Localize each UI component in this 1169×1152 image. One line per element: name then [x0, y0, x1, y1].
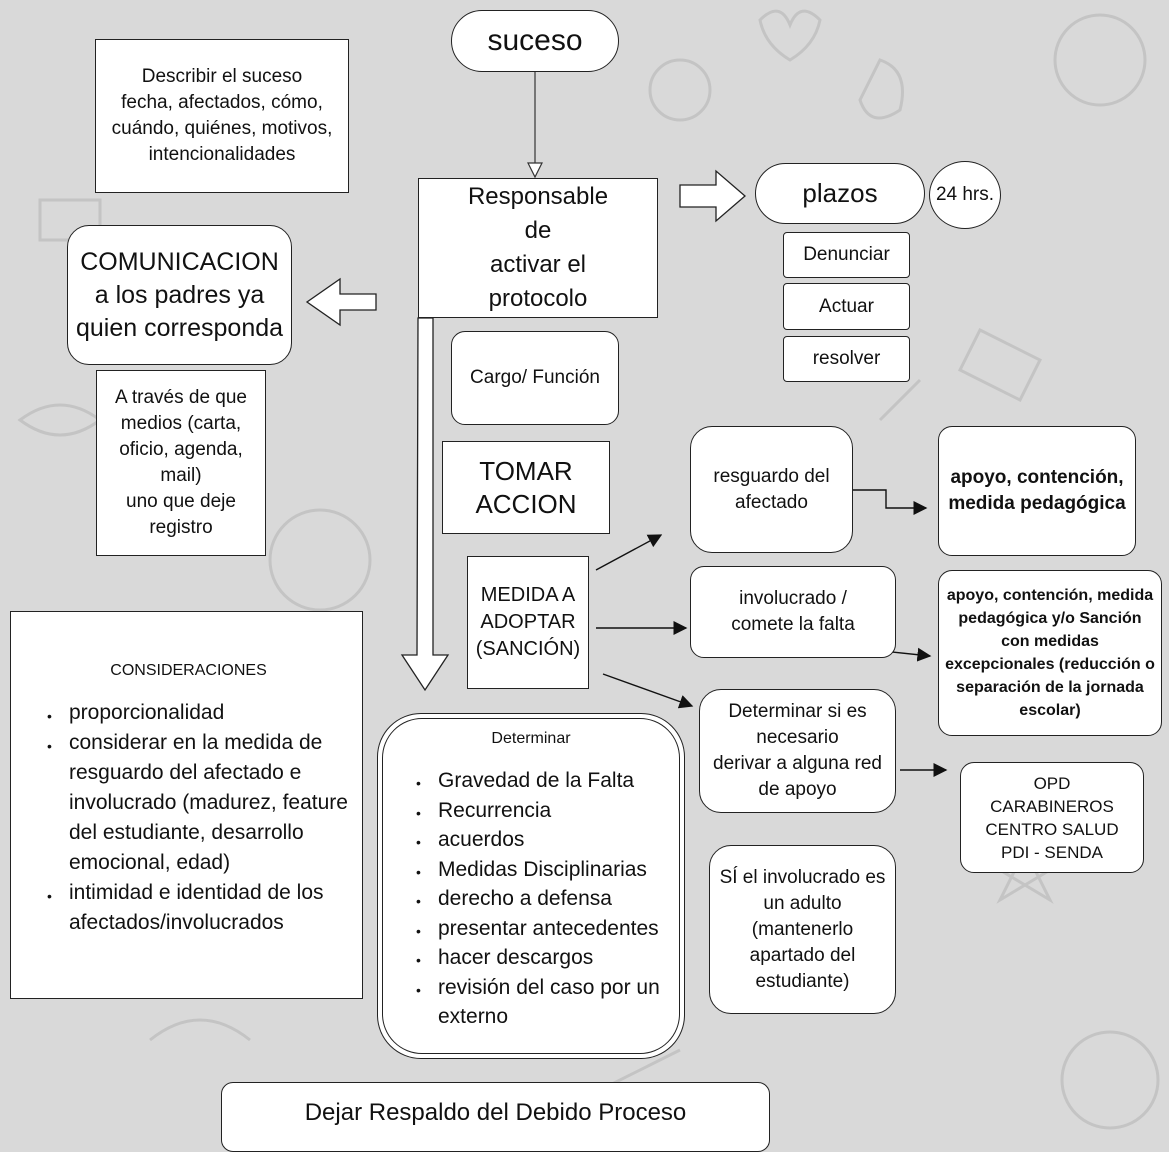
- determinar-item: hacer descargos: [416, 943, 708, 975]
- determinar-list: Gravedad de la Falta Recurrencia acuerdo…: [408, 766, 708, 1032]
- consideracion-item: considerar en la medida de resguardo del…: [47, 728, 348, 878]
- determinar-item: Recurrencia: [416, 796, 708, 827]
- derivar-red-apoyo-box: Determinar si es necesario derivar a alg…: [699, 689, 896, 813]
- medida-adoptar-box: MEDIDA A ADOPTAR (SANCIÓN): [467, 556, 589, 689]
- actuar-box: Actuar: [783, 283, 910, 330]
- determinar-box: Determinar Gravedad de la Falta Recurren…: [377, 713, 685, 1059]
- arrow-medida-resguardo: [595, 534, 663, 571]
- cargo-funcion-box: Cargo/ Función: [451, 331, 619, 425]
- responsable-box: Responsable de activar el protocolo: [418, 178, 658, 318]
- consideraciones-title: CONSIDERACIONES: [110, 662, 267, 679]
- consideracion-item: intimidad e identidad de los afectados/i…: [47, 878, 348, 938]
- determinar-item: derecho a defensa: [416, 884, 708, 916]
- determinar-item: presentar antecedentes: [416, 914, 708, 945]
- apoyo-contencion-box: apoyo, contención, medida pedagógica: [938, 426, 1136, 556]
- opd-carabineros-box: OPD CARABINEROS CENTRO SALUD PDI - SENDA: [960, 762, 1144, 873]
- 24-hours-circle: 24 hrs.: [929, 161, 1001, 229]
- respaldo-debido-proceso-box: Dejar Respaldo del Debido Proceso: [221, 1082, 770, 1152]
- determinar-item: revisión del caso por un externo: [416, 973, 708, 1032]
- involucrado-falta-box: involucrado / comete la falta: [690, 566, 896, 658]
- determinar-item: acuerdos: [416, 825, 708, 857]
- block-arrow-down-to-determinar: [400, 317, 450, 692]
- medios-box: A través de que medios (carta, oficio, a…: [96, 370, 266, 556]
- suceso-node: suceso: [451, 10, 619, 72]
- describir-suceso-box: Describir el suceso fecha, afectados, có…: [95, 39, 349, 193]
- arrow-resguardo-apoyo: [853, 489, 928, 515]
- consideracion-item: proporcionalidad: [47, 698, 348, 731]
- plazos-node: plazos: [755, 163, 925, 224]
- determinar-title: Determinar: [491, 730, 571, 747]
- tomar-accion-box: TOMAR ACCION: [442, 441, 610, 534]
- denunciar-box: Denunciar: [783, 232, 910, 278]
- consideraciones-list: proporcionalidad considerar en la medida…: [29, 698, 348, 938]
- resolver-box: resolver: [783, 336, 910, 382]
- block-arrow-to-comunicacion: [305, 277, 377, 327]
- adulto-involucrado-box: SÍ el involucrado es un adulto (mantener…: [709, 845, 896, 1014]
- comunicacion-box: COMUNICACION a los padres ya quien corre…: [67, 225, 292, 365]
- consideraciones-box: CONSIDERACIONES proporcionalidad conside…: [10, 611, 363, 999]
- arrow-suceso-responsable-head: [527, 162, 543, 179]
- arrow-medida-derivar: [602, 673, 694, 709]
- resguardo-afectado-box: resguardo del afectado: [690, 426, 853, 553]
- determinar-item: Medidas Disciplinarias: [416, 855, 708, 886]
- apoyo-sancion-box: apoyo, contención, medida pedagógica y/o…: [938, 570, 1162, 736]
- block-arrow-to-plazos: [679, 169, 746, 223]
- determinar-item: Gravedad de la Falta: [416, 766, 708, 798]
